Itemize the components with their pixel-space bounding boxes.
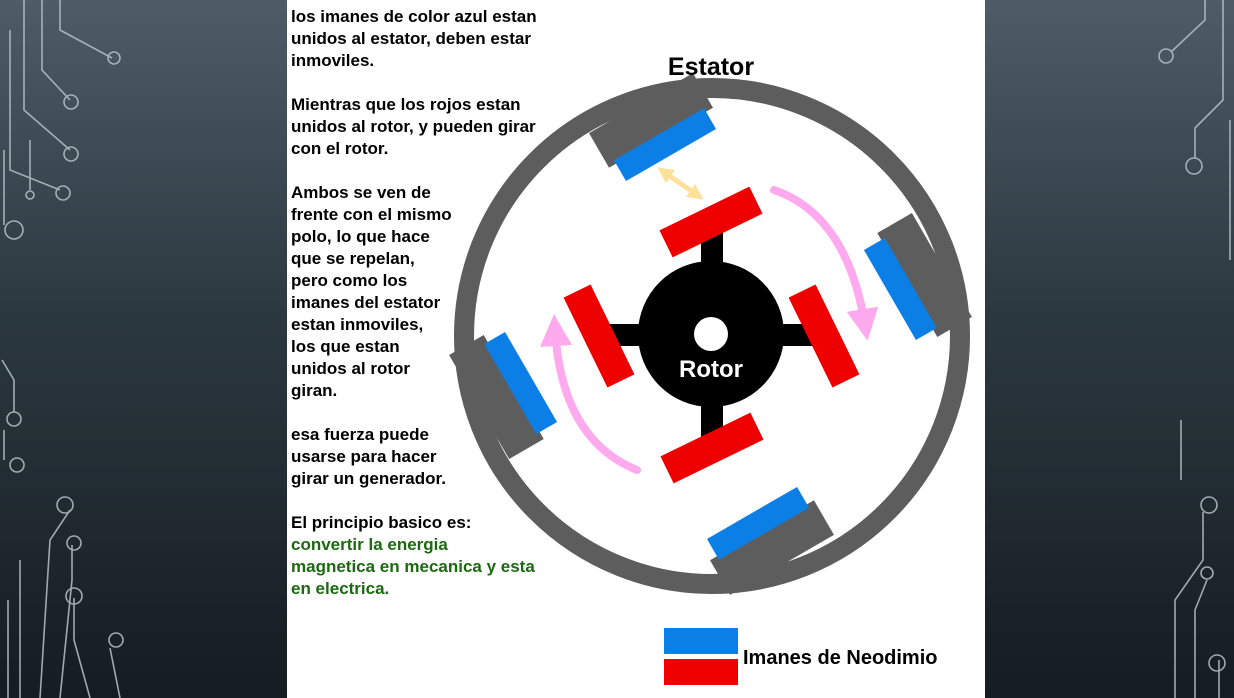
rotor-magnet-right [788, 284, 860, 388]
legend-label: Imanes de Neodimio [743, 647, 938, 669]
principle-highlight: convertir la energia magnetica en mecani… [291, 535, 535, 598]
right-decorative-panel [985, 0, 1234, 698]
stator-magnet-right [863, 213, 972, 341]
double-headed-arrow-icon [657, 167, 704, 200]
legend-swatch-blue [664, 628, 738, 654]
slide-content: los imanes de color azul estan unidos al… [287, 0, 985, 698]
stator-magnet-left [449, 331, 558, 459]
motor-diagram: Estator Rotor [449, 53, 972, 685]
explanation-text: los imanes de color azul estan unidos al… [291, 6, 571, 600]
rotor-axle-hole [694, 317, 728, 351]
stator-magnet-top [589, 73, 717, 182]
paragraph-stator-magnets: los imanes de color azul estan unidos al… [291, 7, 537, 70]
stator-magnet-bottom [706, 486, 834, 595]
circuit-trace-decoration-right [1158, 0, 1231, 698]
paragraph-rotor-magnets: Mientras que los rojos estan unidos al r… [291, 95, 536, 158]
circuit-trace-decoration-left [1, 0, 124, 698]
principle-label: El principio basico es: [291, 513, 472, 532]
legend-swatch-red [664, 659, 738, 685]
rotor-magnet-top [659, 186, 763, 258]
rotor-label: Rotor [679, 356, 743, 383]
stator-label: Estator [668, 53, 754, 81]
curved-rotation-arrow-icon [540, 314, 641, 474]
paragraph-generator: esa fuerza puede usarse para hacer girar… [291, 425, 446, 488]
left-decorative-panel [0, 0, 287, 698]
rotor-magnet-bottom [660, 412, 764, 484]
principle-block: El principio basico es: convertir la ene… [291, 512, 571, 600]
curved-rotation-arrow-icon [770, 186, 879, 341]
rotor-magnet-left [563, 284, 635, 388]
paragraph-repulsion: Ambos se ven de frente con el mismo polo… [291, 183, 452, 400]
